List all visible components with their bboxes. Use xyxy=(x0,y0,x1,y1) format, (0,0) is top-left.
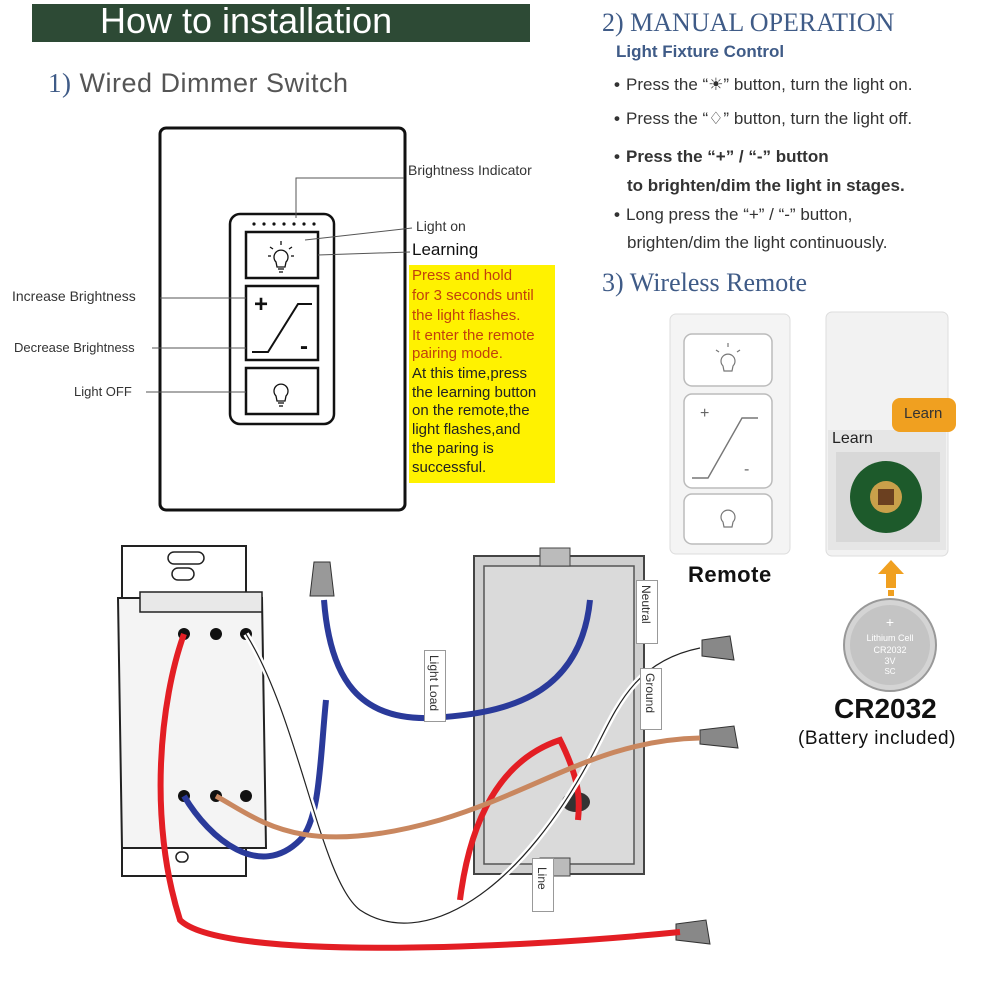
callout-brightness-indicator xyxy=(295,177,404,218)
plus-sign: + xyxy=(254,291,268,318)
note-line: At this time,press xyxy=(412,365,528,382)
note-line: It enter the remote xyxy=(412,327,535,344)
remote-back xyxy=(825,311,949,557)
learn-badge xyxy=(892,398,956,432)
svg-text:Lithium Cell: Lithium Cell xyxy=(866,633,913,643)
note-line: pairing mode. xyxy=(412,345,503,362)
light-off-icon xyxy=(273,383,289,407)
section-2-subtitle: Light Fixture Control xyxy=(616,42,785,61)
learning-note-highlight xyxy=(409,265,555,483)
section-1-number: 1) xyxy=(48,68,72,98)
label-decrease-brightness: Decrease Brightness xyxy=(14,340,135,355)
note-line: the light flashes. xyxy=(412,307,521,324)
note-line: the learning button xyxy=(412,384,537,401)
section-3-heading: 3) Wireless Remote xyxy=(602,268,807,297)
remote-caption: Remote xyxy=(688,562,772,587)
brightness-indicator-dots xyxy=(252,222,316,226)
remote-dimmer-rocker xyxy=(683,393,773,489)
page-title: How to installation xyxy=(100,0,393,41)
bullet-long-press: •Long press the “+” / “-” button, xyxy=(614,205,853,224)
bullet-brighten-stages-cont: to brighten/dim the light in stages. xyxy=(627,176,905,195)
remote-on-button xyxy=(683,333,773,387)
copper-ground-wire xyxy=(214,735,701,840)
note-line: light flashes,and xyxy=(412,421,521,438)
label-learning: Learning xyxy=(412,240,479,259)
learn-button-label: Learn xyxy=(832,430,873,447)
svg-text:-: - xyxy=(744,461,749,478)
remote-light-on-icon xyxy=(715,343,741,372)
svg-text:CR2032: CR2032 xyxy=(873,645,906,655)
note-line: successful. xyxy=(412,459,487,476)
note-line: Press and hold xyxy=(412,267,513,284)
tag-neutral: Neutral xyxy=(636,580,658,644)
callout-learning xyxy=(317,251,411,256)
tag-light-load: Light Load xyxy=(424,650,446,722)
section-1-heading: 1) Wired Dimmer Switch xyxy=(48,68,349,99)
note-line: on the remote,the xyxy=(412,402,530,419)
section-2-heading: 2) MANUAL OPERATION xyxy=(602,8,895,37)
svg-text:+: + xyxy=(700,405,709,422)
minus-sign: - xyxy=(300,333,308,360)
light-on-button xyxy=(244,230,320,280)
note-line: the paring is xyxy=(412,440,494,457)
white-neutral-wire xyxy=(245,633,701,924)
red-wire-box xyxy=(457,736,582,901)
dimmer-ramp xyxy=(252,303,312,353)
section-1-title: Wired Dimmer Switch xyxy=(79,68,349,98)
wiring-diagram xyxy=(116,545,739,951)
note-line: for 3 seconds until xyxy=(412,287,534,304)
dimmer-rocker xyxy=(244,284,320,362)
label-light-on: Light on xyxy=(416,218,466,234)
battery-model: CR2032 xyxy=(834,693,937,724)
svg-text:SC: SC xyxy=(884,667,895,676)
callout-light-on xyxy=(304,227,413,241)
wireless-remote: + - xyxy=(669,313,791,555)
light-on-icon xyxy=(268,241,294,273)
light-off-button xyxy=(244,366,320,416)
bullet-light-off: •Press the “♢” button, turn the light of… xyxy=(614,109,913,128)
tag-line: Line xyxy=(532,858,554,912)
dimmer-switch-diagram: + - xyxy=(146,126,413,512)
svg-text:3V: 3V xyxy=(884,656,895,666)
battery-arrow xyxy=(878,560,904,596)
svg-text:+: + xyxy=(886,614,894,630)
bullet-light-on: •Press the “☀” button, turn the light on… xyxy=(614,75,913,94)
bullet-long-press-cont: brighten/dim the light continuously. xyxy=(627,233,888,252)
blue-wire-switch xyxy=(181,699,329,860)
red-wire-line xyxy=(157,632,681,951)
learn-badge-label: Learn xyxy=(904,405,943,422)
title-banner xyxy=(32,4,530,42)
label-light-off: Light OFF xyxy=(74,384,132,399)
remote-light-off-icon xyxy=(720,509,736,528)
remote-off-button xyxy=(683,493,773,545)
bullet-brighten-stages: •Press the “+” / “-” button xyxy=(614,147,829,166)
cr2032-battery: + Lithium Cell CR2032 3V SC xyxy=(843,598,937,692)
label-brightness-indicator: Brightness Indicator xyxy=(408,162,532,178)
tag-ground: Ground xyxy=(640,668,662,730)
label-increase-brightness: Increase Brightness xyxy=(12,288,136,304)
battery-note: (Battery included) xyxy=(798,728,956,749)
